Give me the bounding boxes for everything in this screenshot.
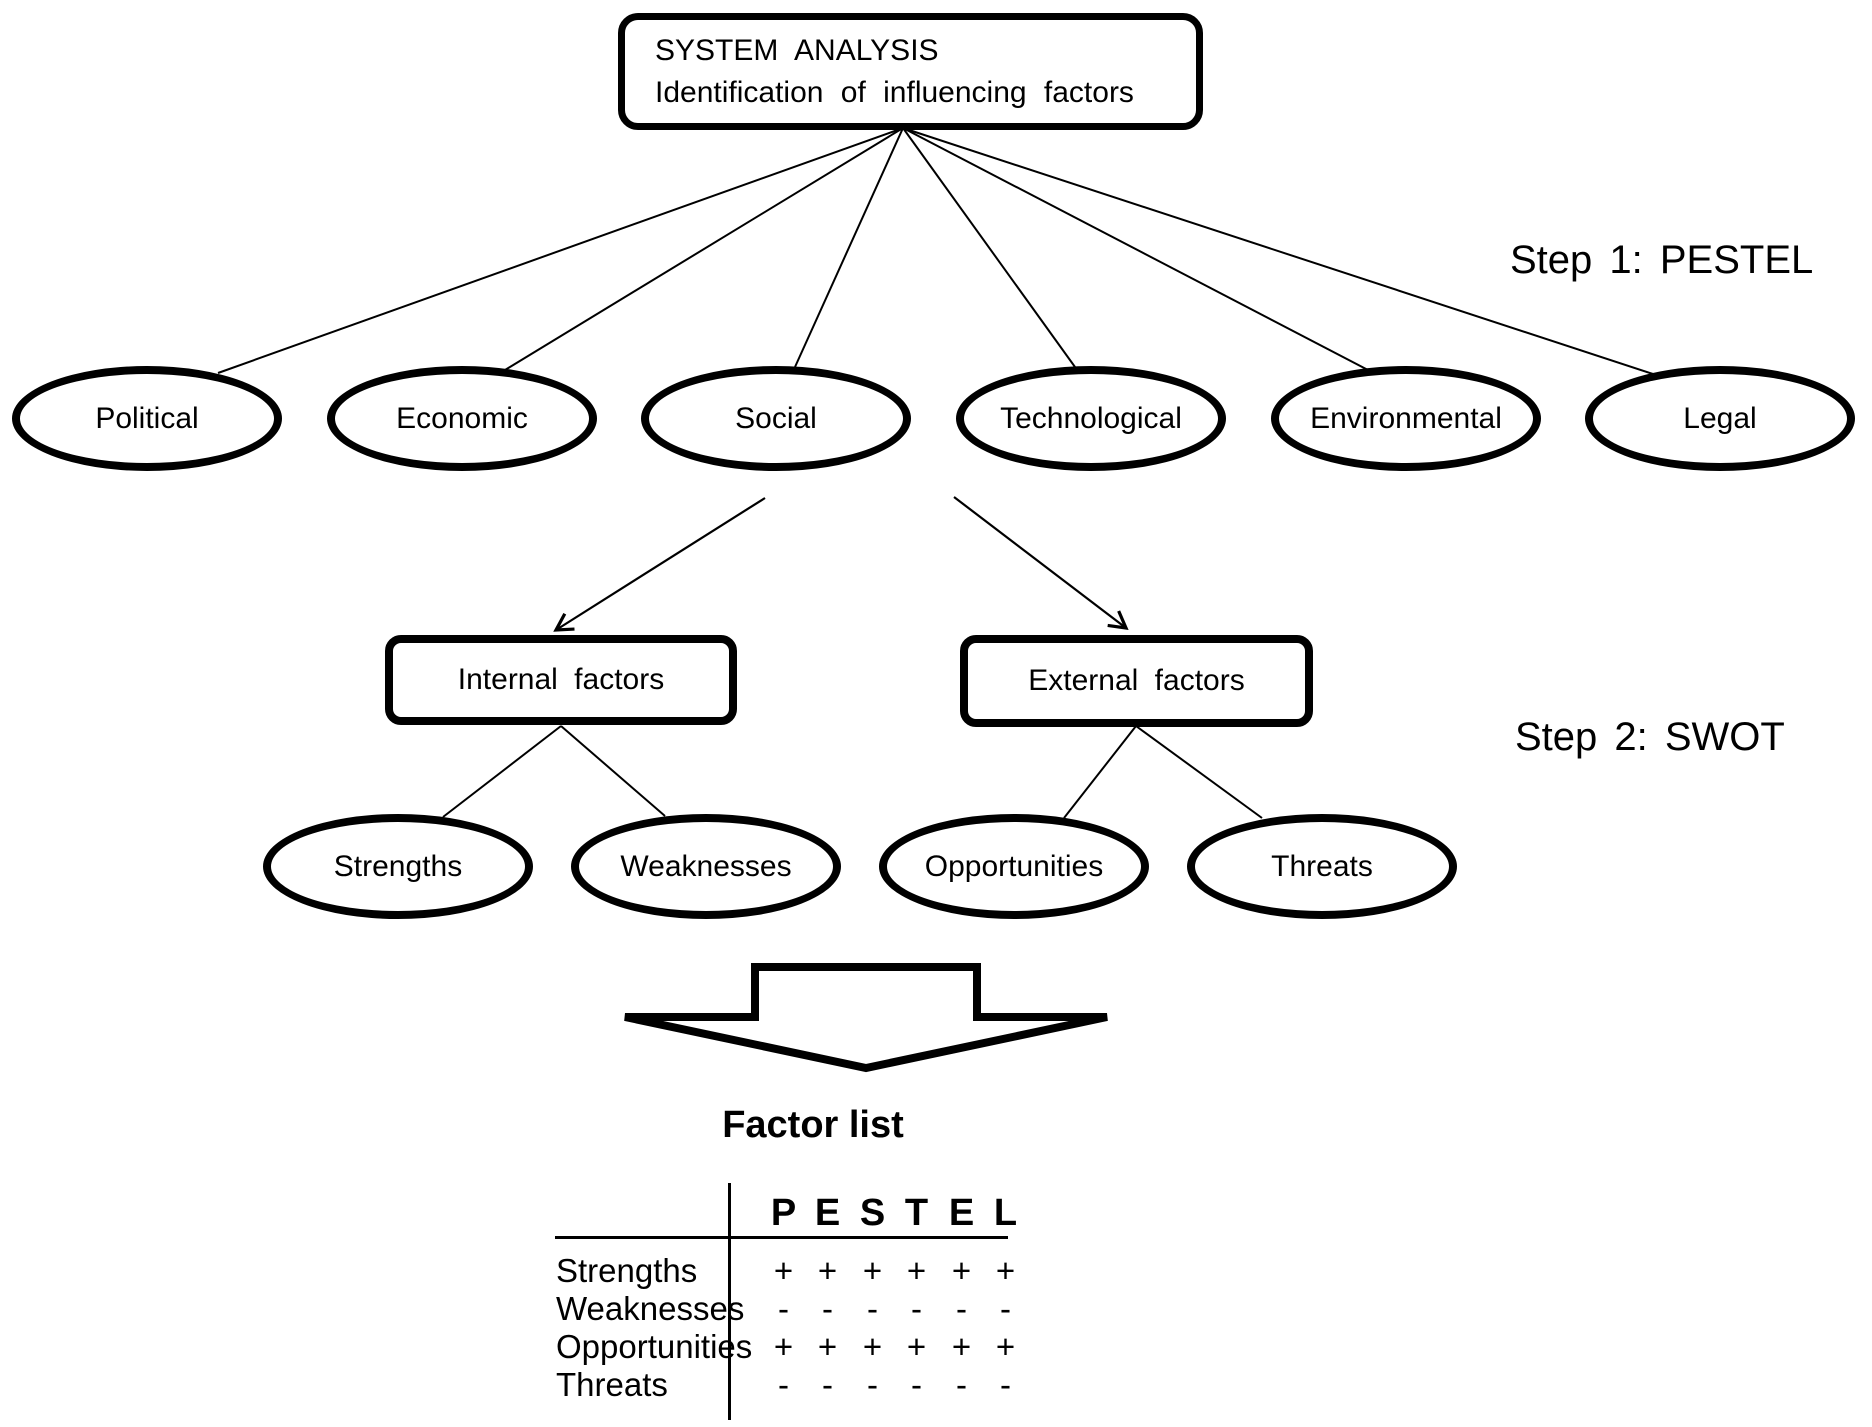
table-cell: + (817, 1252, 838, 1289)
down-block-arrow (624, 963, 1108, 1073)
pestel-ellipse-environmental: Environmental (1271, 366, 1541, 471)
table-horizontal-rule (555, 1236, 1008, 1239)
pestel-ellipse-technological: Technological (956, 366, 1226, 471)
system-analysis-line1: SYSTEM ANALYSIS (655, 33, 939, 67)
swot-label: Threats (1271, 849, 1373, 883)
swot-ellipse-threats: Threats (1187, 814, 1457, 919)
column-header-p: P (770, 1192, 797, 1234)
table-cell: + (995, 1252, 1016, 1289)
pestel-label: Social (735, 401, 817, 435)
pestel-ellipse-political: Political (12, 366, 282, 471)
internal-factors-box: Internal factors (385, 635, 737, 725)
table-cell: + (862, 1328, 883, 1365)
fork-line-weaknesses (560, 725, 666, 817)
table-cell: - (822, 1366, 833, 1403)
fan-line-technological (902, 127, 1076, 368)
pestel-ellipse-economic: Economic (327, 366, 597, 471)
pestel-ellipse-social: Social (641, 366, 911, 471)
pestel-ellipse-legal: Legal (1585, 366, 1855, 471)
pestel-label: Political (95, 401, 199, 435)
pestel-label: Environmental (1310, 401, 1502, 435)
arrow-to-internal-factors (553, 497, 766, 632)
fan-line-social (794, 127, 904, 368)
table-cell: + (773, 1252, 794, 1289)
table-cell: - (778, 1366, 789, 1403)
step2-swot-label: Step 2: SWOT (1515, 715, 1785, 759)
table-cell: + (951, 1328, 972, 1365)
table-cell: - (911, 1366, 922, 1403)
internal-factors-label: Internal factors (457, 663, 665, 696)
table-cell: - (956, 1366, 967, 1403)
column-header-e1: E (814, 1192, 841, 1234)
swot-ellipse-weaknesses: Weaknesses (571, 814, 841, 919)
fan-line-economic (504, 127, 904, 371)
table-cell: + (906, 1328, 927, 1365)
external-factors-box: External factors (960, 635, 1313, 727)
table-cell: + (951, 1252, 972, 1289)
table-cell: - (1000, 1366, 1011, 1403)
pestel-label: Economic (396, 401, 528, 435)
column-header-l: L (993, 1192, 1018, 1234)
swot-label: Strengths (333, 849, 463, 883)
table-cell: + (773, 1328, 794, 1365)
swot-label: Weaknesses (620, 849, 792, 883)
fork-line-threats (1135, 725, 1263, 819)
table-cell: - (778, 1290, 789, 1327)
table-cell: - (1000, 1290, 1011, 1327)
table-cell: - (911, 1290, 922, 1327)
external-factors-label: External factors (1028, 664, 1245, 697)
table-cell: + (817, 1328, 838, 1365)
swot-ellipse-strengths: Strengths (263, 814, 533, 919)
column-header-t: T (904, 1192, 929, 1234)
system-analysis-box: SYSTEM ANALYSIS Identification of influe… (618, 13, 1203, 130)
step1-pestel-label: Step 1: PESTEL (1510, 238, 1814, 282)
row-label-strengths: Strengths (556, 1252, 698, 1289)
table-cell: - (822, 1290, 833, 1327)
fork-line-strengths (442, 725, 562, 818)
fan-line-legal (902, 127, 1654, 375)
row-label-weaknesses: Weaknesses (556, 1290, 745, 1327)
table-cell: - (867, 1290, 878, 1327)
swot-ellipse-opportunities: Opportunities (879, 814, 1149, 919)
column-header-e2: E (948, 1192, 975, 1234)
column-header-s: S (859, 1192, 886, 1234)
row-label-opportunities: Opportunities (556, 1328, 753, 1365)
table-cell: + (995, 1328, 1016, 1365)
fan-line-environmental (902, 127, 1369, 371)
row-label-threats: Threats (556, 1366, 668, 1403)
table-cell: - (867, 1366, 878, 1403)
fan-line-political (217, 127, 904, 374)
pestel-label: Legal (1683, 401, 1757, 435)
system-analysis-line2: Identification of influencing factors (655, 75, 1134, 109)
swot-label: Opportunities (924, 849, 1104, 883)
pestel-label: Technological (1000, 401, 1182, 435)
table-cell: - (956, 1290, 967, 1327)
factor-list-title: Factor list (722, 1104, 904, 1146)
table-vertical-rule (728, 1183, 731, 1420)
arrow-to-external-factors (953, 496, 1129, 630)
fork-line-opportunities (1063, 725, 1137, 819)
table-cell: + (906, 1252, 927, 1289)
table-cell: + (862, 1252, 883, 1289)
